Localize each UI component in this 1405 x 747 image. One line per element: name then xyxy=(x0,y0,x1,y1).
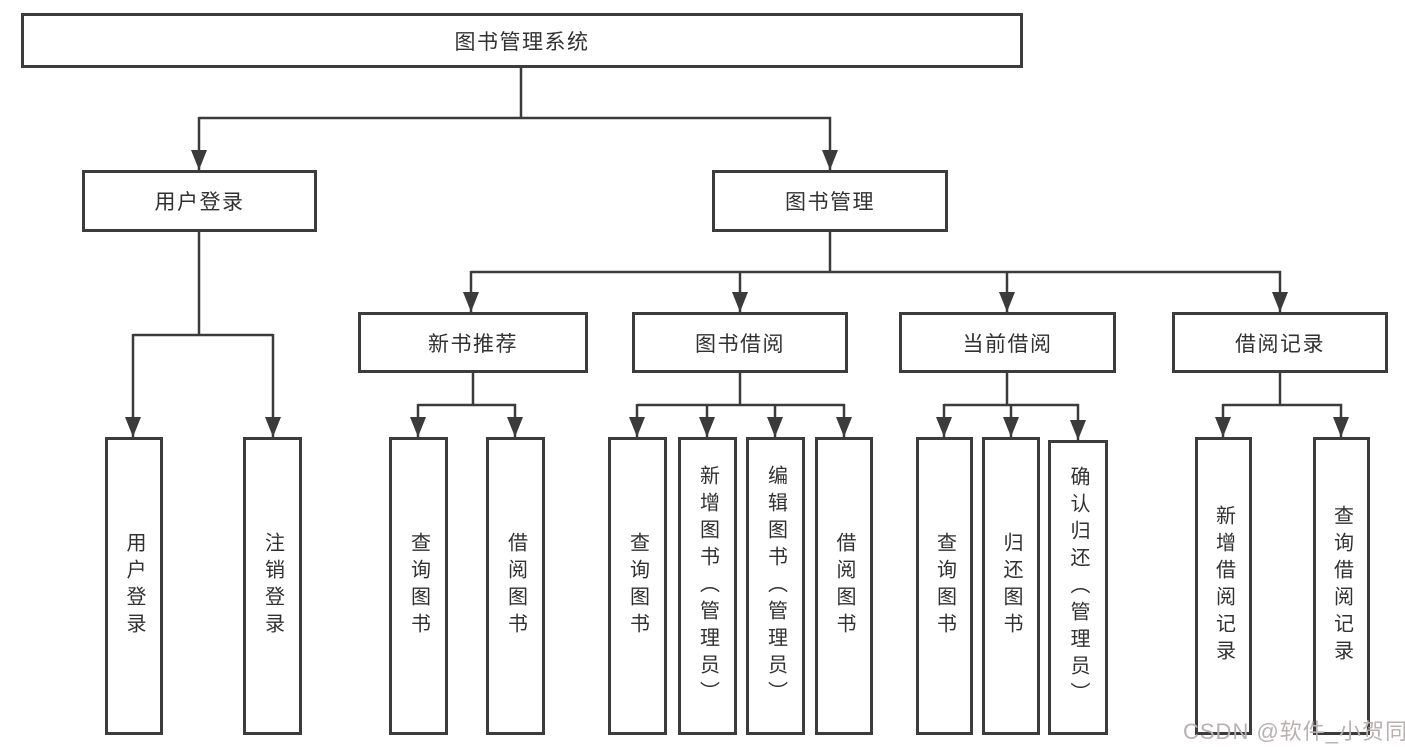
leaf-query-books-current: 查询图书 xyxy=(916,437,973,735)
edge-book-borrow-to-leaves xyxy=(629,373,852,437)
edge-new-books-to-leaves xyxy=(410,373,523,437)
node-borrowing-records: 借阅记录 xyxy=(1172,312,1388,373)
leaf-user-login-label: 用户登录 xyxy=(123,532,145,640)
leaf-borrow-books-label: 借阅图书 xyxy=(833,532,855,640)
leaf-borrow-books-recommend-label: 借阅图书 xyxy=(504,532,527,640)
node-user-login-label: 用户登录 xyxy=(154,191,245,214)
node-current-borrowing-label: 当前借阅 xyxy=(962,332,1053,356)
leaf-query-books-borrow-label: 查询图书 xyxy=(626,532,649,640)
node-new-book-recommend: 新书推荐 xyxy=(358,312,588,373)
leaf-return-books: 归还图书 xyxy=(982,437,1040,735)
node-user-login: 用户登录 xyxy=(82,170,317,232)
leaf-logout: 注销登录 xyxy=(243,437,302,735)
leaf-borrow-books-recommend: 借阅图书 xyxy=(486,437,545,735)
edge-user-login-to-leaves xyxy=(125,232,281,437)
leaf-query-books-borrow: 查询图书 xyxy=(608,437,667,735)
leaf-logout-label: 注销登录 xyxy=(261,532,284,640)
node-book-management-label: 图书管理 xyxy=(785,191,875,214)
leaf-edit-books-admin: 编辑图书（管理员） xyxy=(746,437,805,735)
node-borrowing-records-label: 借阅记录 xyxy=(1235,332,1325,356)
node-library-system: 图书管理系统 xyxy=(21,13,1023,68)
leaf-query-books-current-label: 查询图书 xyxy=(933,532,956,640)
leaf-add-books-admin: 新增图书（管理员） xyxy=(678,437,737,735)
leaf-confirm-return-admin-label: 确认归还（管理员） xyxy=(1067,466,1089,709)
node-new-book-recommend-label: 新书推荐 xyxy=(428,332,518,356)
leaf-add-borrow-record-label: 新增借阅记录 xyxy=(1212,505,1235,667)
leaf-query-borrow-record: 查询借阅记录 xyxy=(1313,437,1370,735)
leaf-borrow-books: 借阅图书 xyxy=(815,437,873,735)
leaf-add-borrow-record: 新增借阅记录 xyxy=(1195,437,1252,735)
edge-borrow-records-to-leaves xyxy=(1215,373,1349,437)
leaf-confirm-return-admin: 确认归还（管理员） xyxy=(1048,440,1108,735)
leaf-query-borrow-record-label: 查询借阅记录 xyxy=(1330,505,1353,667)
edge-current-borrow-to-leaves xyxy=(936,373,1086,440)
leaf-query-books-recommend-label: 查询图书 xyxy=(407,532,430,640)
node-current-borrowing: 当前借阅 xyxy=(899,312,1116,373)
leaf-return-books-label: 归还图书 xyxy=(1000,532,1022,640)
edge-root-to-level2 xyxy=(191,68,838,170)
leaf-add-books-admin-label: 新增图书（管理员） xyxy=(696,464,719,708)
csdn-watermark: CSDN @软件_小贺同学 xyxy=(1183,719,1405,744)
node-book-management: 图书管理 xyxy=(712,170,948,232)
leaf-query-books-recommend: 查询图书 xyxy=(389,437,448,735)
leaf-edit-books-admin-label: 编辑图书（管理员） xyxy=(764,464,787,708)
node-book-borrowing: 图书借阅 xyxy=(632,312,848,373)
leaf-user-login: 用户登录 xyxy=(105,437,163,735)
edge-book-mgmt-to-level3 xyxy=(463,232,1288,312)
node-library-system-label: 图书管理系统 xyxy=(454,30,590,54)
node-book-borrowing-label: 图书借阅 xyxy=(695,332,785,356)
